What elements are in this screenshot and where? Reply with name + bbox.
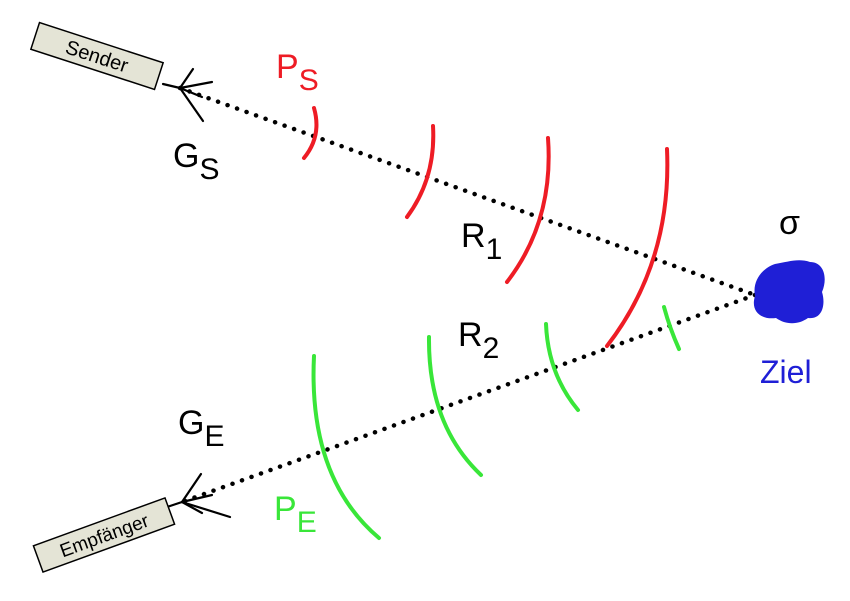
cross-section-symbol: σ [779,204,800,242]
receive-wavefront-3 [426,335,483,477]
receive-wavefront-4 [311,354,381,540]
range-2-label: R2 [458,316,499,365]
path-transmit-to-target [177,85,758,298]
range-1-label: R1 [461,217,502,266]
target-blob [753,260,825,324]
power-transmit-label: PS [276,48,319,97]
transmitter-antenna [161,67,214,123]
transmit-wavefront-1 [302,106,319,160]
transmit-wavefront-4 [605,147,670,348]
receive-wavefront-2 [544,322,580,412]
gain-receive-label: GE [178,404,224,453]
receive-wavefronts [311,305,681,540]
sender-box: Sender [29,21,165,91]
transmit-wavefront-3 [505,136,551,284]
transmit-wavefronts [302,106,670,348]
transmit-wavefront-2 [405,124,436,219]
receiver-box: Empfänger [32,496,176,574]
receiver-antenna [165,472,232,519]
gain-transmit-label: GS [173,137,219,186]
power-receive-label: PE [274,490,317,539]
target-label: Ziel [760,354,812,390]
receive-wavefront-1 [662,305,681,351]
path-target-to-receiver [179,292,758,505]
